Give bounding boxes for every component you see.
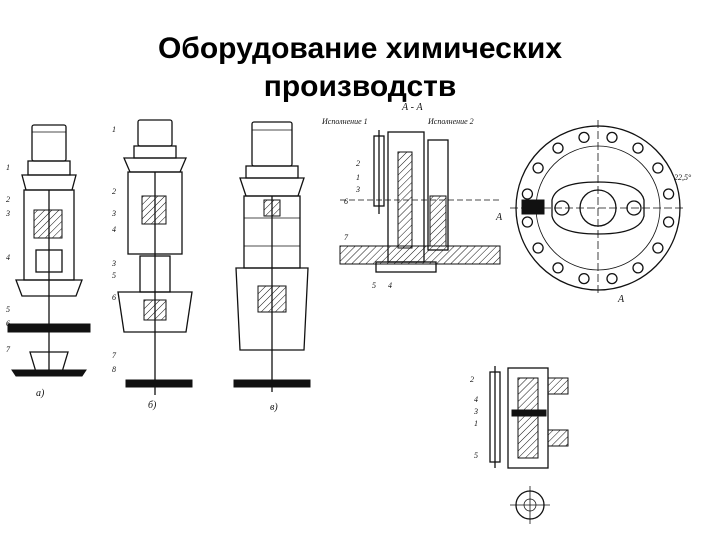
bolt-hole bbox=[552, 142, 564, 154]
label-b-5: 5 bbox=[112, 271, 116, 280]
label-s-4: 4 bbox=[388, 281, 392, 290]
bolt-hole bbox=[578, 131, 590, 144]
variant-2-label: Исполнение 2 bbox=[427, 117, 474, 126]
bolt-hole bbox=[652, 242, 664, 254]
angle-label: 22,5° bbox=[674, 173, 692, 182]
label-b-4: 4 bbox=[112, 225, 116, 234]
bolt-hole bbox=[662, 188, 675, 200]
label-d-1: 1 bbox=[474, 419, 478, 428]
label-a-3: 3 bbox=[5, 209, 10, 218]
bolt-hole bbox=[632, 262, 644, 274]
arrow-label-a1: А bbox=[495, 212, 503, 223]
flange-top-view: 22,5° А А bbox=[495, 120, 692, 305]
label-s-2: 2 bbox=[356, 159, 360, 168]
label-b-6: 6 bbox=[112, 293, 116, 302]
variant-1-label: Исполнение 1 bbox=[321, 117, 368, 126]
label-s-3: 3 bbox=[355, 185, 360, 194]
label-s-1: 1 bbox=[356, 173, 360, 182]
slide-title: Оборудование химических производств bbox=[0, 30, 720, 106]
label-a-7: 7 bbox=[6, 345, 11, 354]
bolt-hole bbox=[552, 262, 564, 274]
label-d-2: 2 bbox=[470, 375, 474, 384]
label-a-6: 6 bbox=[6, 319, 10, 328]
bolt-hole bbox=[606, 272, 618, 285]
label-a-5: 5 bbox=[6, 305, 10, 314]
label-b-3: 3 bbox=[111, 209, 116, 218]
bolt-hole bbox=[521, 188, 534, 200]
arrow-label-a2: А bbox=[617, 294, 625, 305]
bolt-hole bbox=[532, 162, 544, 174]
bolt-hole bbox=[521, 216, 534, 228]
label-b-2: 2 bbox=[112, 187, 116, 196]
label-b-8: 8 bbox=[112, 365, 116, 374]
bolt-hole bbox=[578, 272, 590, 285]
label-d-3: 3 bbox=[473, 407, 478, 416]
label-b-7: 7 bbox=[112, 351, 117, 360]
caption-c: в) bbox=[270, 402, 278, 413]
label-a-4: 4 bbox=[6, 253, 10, 262]
section-a-a: А - А Исполнение 1 Исполнение 2 2 1 3 6 … bbox=[321, 102, 501, 290]
label-a-2: 2 bbox=[6, 195, 10, 204]
caption-a: а) bbox=[36, 388, 45, 399]
label-s-7: 7 bbox=[344, 233, 349, 242]
bolt-hole bbox=[532, 242, 544, 254]
stirrer-drive-c: в) bbox=[233, 121, 311, 413]
label-s-6: 6 bbox=[344, 197, 348, 206]
bolt-hole bbox=[652, 162, 664, 174]
caption-b: б) bbox=[148, 400, 157, 411]
stirrer-drive-a: 1 2 3 4 5 6 7 а) bbox=[5, 124, 91, 399]
label-d-5: 5 bbox=[474, 451, 478, 460]
bolt-hole bbox=[632, 142, 644, 154]
bolt-hole bbox=[606, 131, 618, 144]
label-s-5: 5 bbox=[372, 281, 376, 290]
bolt-hole bbox=[662, 216, 675, 228]
bolt-holes bbox=[521, 131, 675, 285]
label-b-3b: 3 bbox=[111, 259, 116, 268]
title-line-1: Оборудование химических bbox=[157, 32, 563, 65]
label-d-4: 4 bbox=[474, 395, 478, 404]
title-line-2: производств bbox=[263, 70, 457, 103]
section-label: А - А bbox=[401, 102, 423, 113]
label-a-1: 1 bbox=[6, 163, 10, 172]
detail-view-lower: 2 4 3 1 5 bbox=[470, 366, 569, 524]
label-b-1: 1 bbox=[112, 125, 116, 134]
stirrer-drive-b: 1 2 3 4 3 5 6 7 8 б) bbox=[111, 119, 193, 411]
